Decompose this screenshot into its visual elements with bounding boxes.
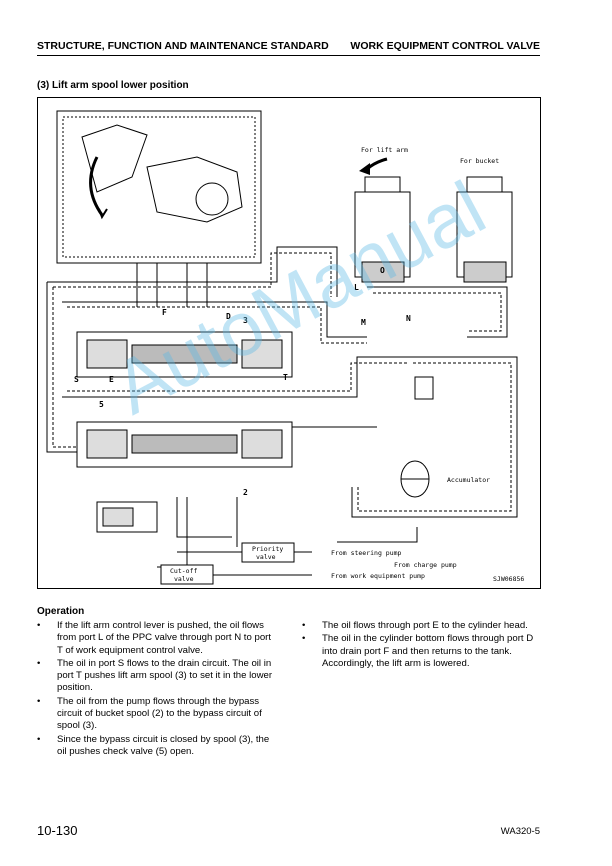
label-priority-valve-line2: valve bbox=[256, 553, 276, 561]
label-spool-3: 3 bbox=[243, 316, 248, 325]
label-port-O: O bbox=[380, 266, 385, 275]
list-item: The oil from the pump flows through the … bbox=[37, 696, 277, 733]
figure-code: SJW06856 bbox=[493, 575, 524, 583]
label-port-N: N bbox=[406, 314, 411, 323]
header-divider bbox=[37, 55, 540, 56]
label-bucket-spool-2: 2 bbox=[243, 488, 248, 497]
label-port-F: F bbox=[162, 308, 167, 317]
list-item: The oil flows through port E to the cyli… bbox=[302, 620, 542, 633]
list-item: The oil in the cylinder bottom flows thr… bbox=[302, 633, 542, 670]
label-priority-valve-line1: Priority bbox=[252, 545, 283, 553]
label-port-T: T bbox=[283, 373, 288, 382]
loader-illustration bbox=[56, 110, 262, 264]
list-item: The oil in port S flows to the drain cir… bbox=[37, 658, 277, 695]
label-port-E: E bbox=[109, 375, 114, 384]
list-item: Since the bypass circuit is closed by sp… bbox=[37, 734, 277, 759]
page-number: 10-130 bbox=[37, 823, 78, 838]
label-from-work-equipment-pump: From work equipment pump bbox=[331, 572, 425, 580]
section-title: (3) Lift arm spool lower position bbox=[37, 80, 189, 91]
label-port-M: M bbox=[361, 318, 366, 327]
label-for-bucket: For bucket bbox=[460, 157, 499, 165]
list-item: If the lift arm control lever is pushed,… bbox=[37, 620, 277, 657]
hydraulic-circuit-diagram: For lift arm For bucket Accumulator Prio… bbox=[37, 97, 541, 589]
label-from-charge-pump: From charge pump bbox=[394, 561, 457, 569]
header-right-title: WORK EQUIPMENT CONTROL VALVE bbox=[350, 40, 540, 52]
label-from-steering-pump: From steering pump bbox=[331, 549, 402, 557]
accumulator-icon bbox=[400, 460, 430, 498]
label-cutoff-valve-line1: Cut-off bbox=[170, 567, 197, 575]
label-port-D: D bbox=[226, 312, 231, 321]
header-left-title: STRUCTURE, FUNCTION AND MAINTENANCE STAN… bbox=[37, 40, 329, 52]
operation-list-right: The oil flows through port E to the cyli… bbox=[302, 620, 542, 671]
operation-list-left: If the lift arm control lever is pushed,… bbox=[37, 620, 277, 759]
label-for-lift-arm: For lift arm bbox=[361, 146, 408, 154]
operation-title: Operation bbox=[37, 606, 85, 617]
label-accumulator: Accumulator bbox=[447, 476, 490, 484]
label-cutoff-valve-line2: valve bbox=[174, 575, 194, 583]
model-code: WA320-5 bbox=[500, 826, 540, 837]
control-valve-bodies bbox=[76, 331, 293, 533]
ppc-valves bbox=[354, 176, 513, 283]
label-port-L: L bbox=[354, 283, 359, 292]
label-check-valve-5: 5 bbox=[99, 400, 104, 409]
label-port-S: S bbox=[74, 375, 79, 384]
